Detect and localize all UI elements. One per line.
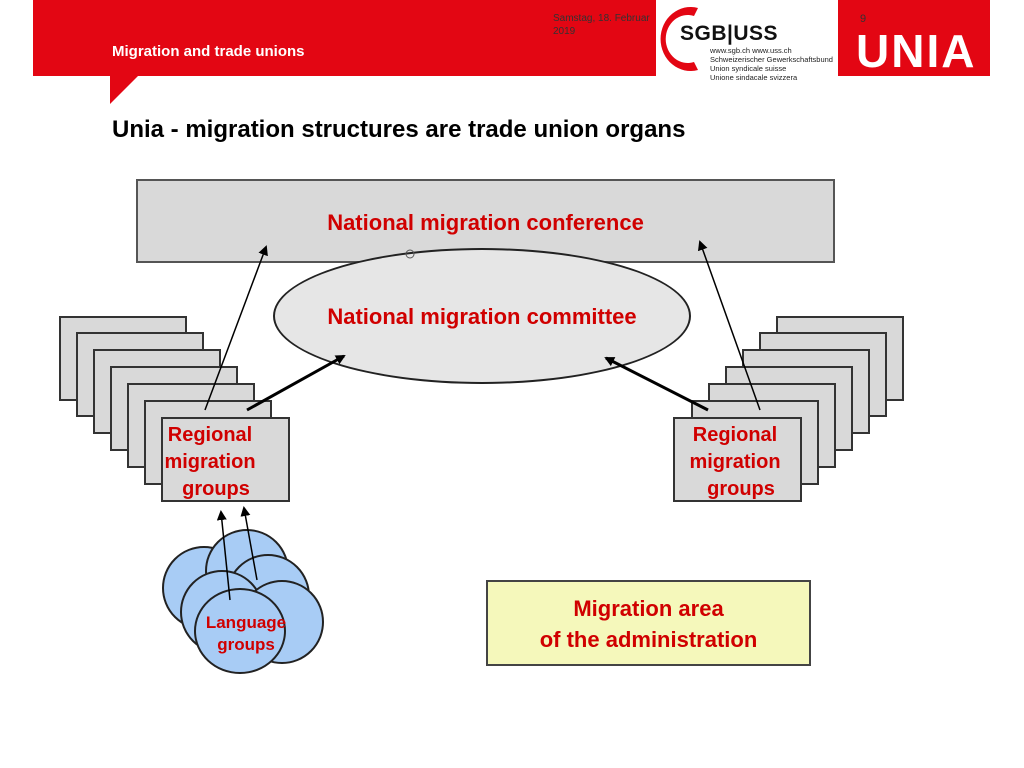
arrow-language-right	[240, 506, 258, 581]
language-line: groups	[217, 635, 275, 654]
arrow-left-to-conference	[204, 245, 268, 411]
arrow-language-left	[216, 510, 231, 601]
admin-box	[486, 580, 811, 666]
header-tab	[110, 76, 138, 104]
header-bar-right	[838, 0, 990, 76]
language-circle	[194, 588, 286, 674]
header-date: Samstag, 18. Februar 2019	[553, 13, 650, 37]
slide-title: Unia - migration structures are trade un…	[112, 116, 686, 143]
regional-right-line: migration	[689, 451, 781, 473]
sgb-line-1: www.sgb.ch www.uss.ch	[710, 46, 792, 55]
regional-right-line: Regional	[692, 424, 778, 446]
regional-left-box	[161, 417, 290, 502]
language-label: Language groups	[186, 612, 306, 656]
sgb-line-4: Unione sindacale svizzera	[710, 73, 798, 82]
sgb-line-3: Union syndicale suisse	[710, 64, 787, 73]
page-number: 9	[860, 13, 867, 25]
regional-right-label: Regional migration groups	[678, 422, 792, 503]
sgb-title: SGB|USS	[680, 22, 779, 45]
regional-left-line: groups	[182, 478, 250, 500]
language-line: Language	[205, 613, 287, 632]
unia-logo: UNIA	[856, 25, 977, 77]
arrow-right-to-conference	[697, 240, 761, 411]
header-subtitle: Migration and trade unions	[112, 43, 305, 60]
conference-label: National migration conference	[327, 210, 644, 235]
arrow-left-to-committee	[246, 354, 346, 412]
sgb-logo: SGB|USS www.sgb.ch www.uss.ch Schweizeri…	[656, 0, 838, 82]
sgb-mark-icon	[660, 6, 698, 71]
arrow-right-to-committee	[604, 356, 709, 412]
regional-left-label: Regional migration groups	[155, 422, 265, 503]
committee-label: National migration committee	[327, 304, 637, 329]
sgb-line-2: Schweizerischer Gewerkschaftsbund	[710, 55, 833, 64]
admin-line: Migration area	[573, 596, 724, 621]
regional-left-line: migration	[164, 451, 256, 473]
small-circle	[405, 249, 415, 259]
regional-right-line: groups	[707, 478, 775, 500]
regional-right-box	[673, 417, 802, 502]
admin-line: of the administration	[539, 627, 758, 652]
admin-label: Migration area of the administration	[486, 593, 811, 655]
regional-left-line: Regional	[167, 424, 253, 446]
header-bar	[33, 0, 656, 76]
